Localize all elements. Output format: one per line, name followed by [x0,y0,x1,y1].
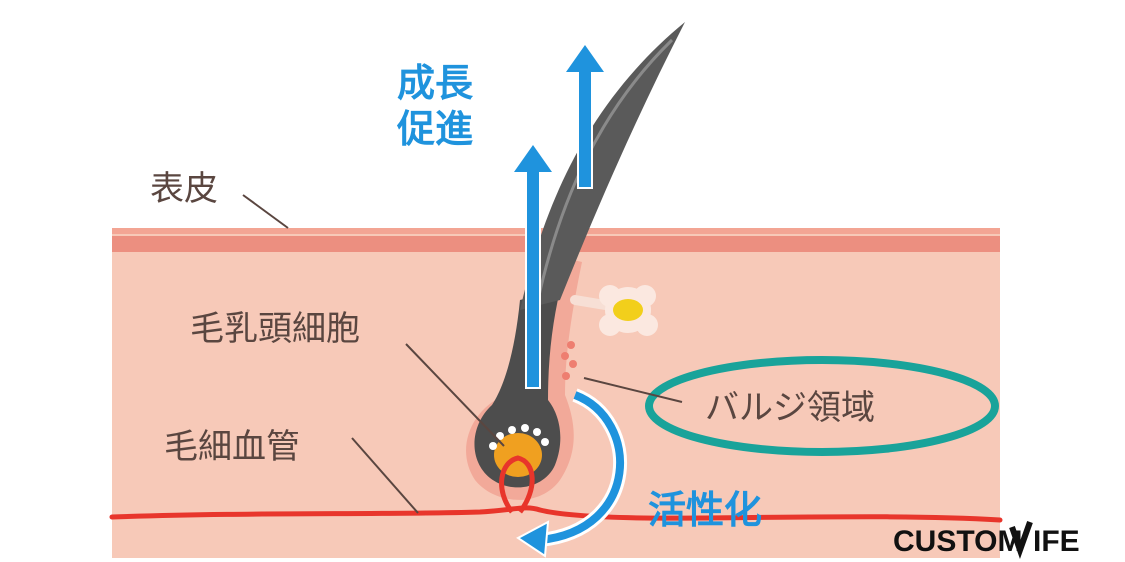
bulge-cell [562,372,570,380]
growth-promotion-label-line2: 促進 [396,107,473,151]
papilla-cell [508,426,516,434]
sebaceous-gland-icon [570,285,658,336]
papilla-cell [489,442,497,450]
epidermis-label: 表皮 [150,169,218,209]
bulge-cell [561,352,569,360]
papilla-cell [496,432,504,440]
growth-arrow-right [566,45,604,189]
custom-life-logo: CUSTOM IFE [893,520,1080,560]
hair-strand-icon [520,22,685,310]
capillary-leader-line [351,437,419,514]
growth-promotion-label-line1: 成長 [397,61,474,105]
bulge-region-ring [645,356,999,456]
capillary-loop [499,455,535,514]
epidermis-leader-line [242,194,289,229]
brand-part2: IFE [1033,525,1080,558]
dermal-papilla-label: 毛乳頭細胞 [190,309,360,349]
capillary-vessel [109,505,1003,523]
brand-part1: CUSTOM [893,525,1022,558]
bulge-region-label: バルジ領域 [705,388,875,428]
bulge-cell [567,341,575,349]
papilla-cell [521,424,529,432]
papilla-leader-line [405,343,505,447]
activation-label: 活性化 [648,488,762,532]
bulge-leader-line [583,377,683,403]
capillary-label: 毛細血管 [164,427,300,467]
growth-arrow-left [514,145,552,389]
bulge-cell [569,360,577,368]
papilla-cell [533,428,541,436]
brand-check-mark [1009,520,1033,560]
papilla-cell [541,438,549,446]
rotation-arrow-icon [516,388,627,558]
